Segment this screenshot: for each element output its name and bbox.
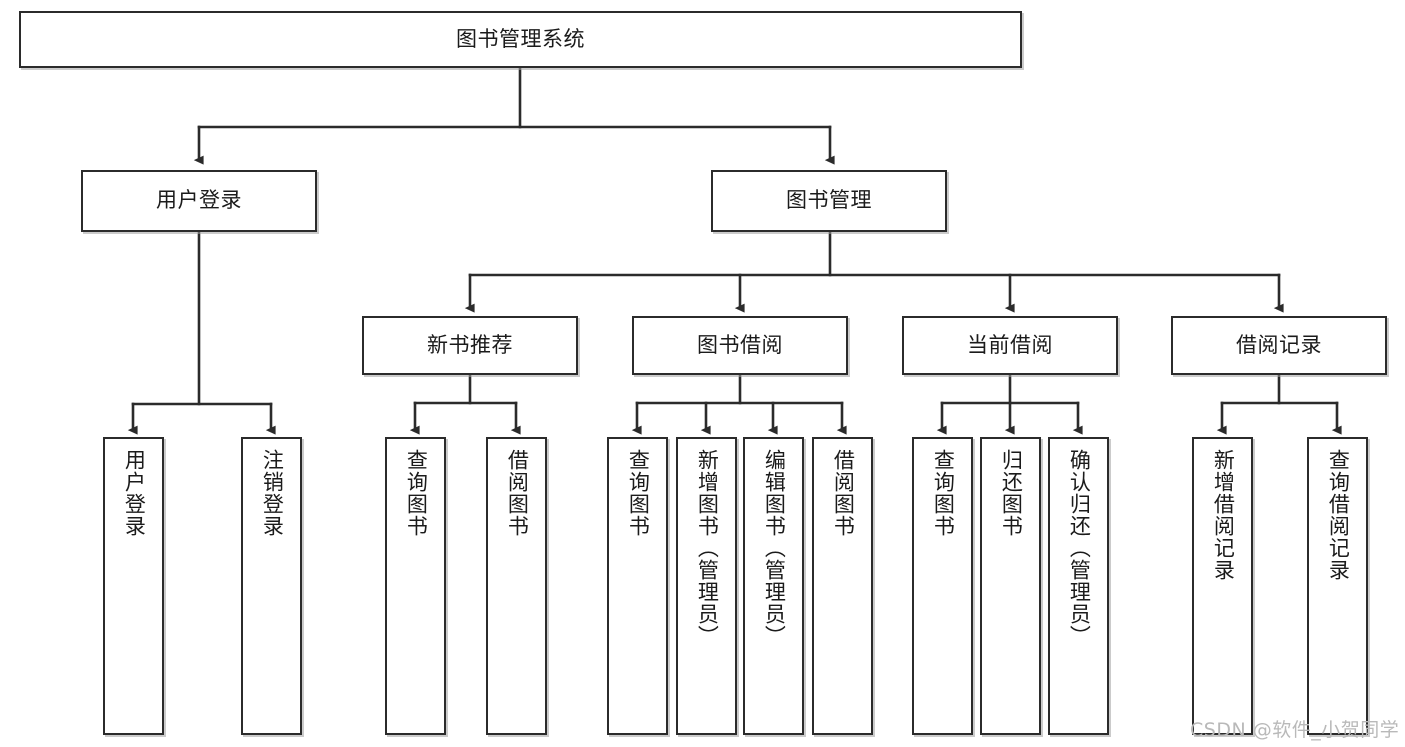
- leaf-record-add-record[interactable]: 新增借阅记录: [1192, 437, 1253, 735]
- node-label: 查询图书: [404, 449, 429, 537]
- leaf-borrow-query-book[interactable]: 查询图书: [607, 437, 668, 735]
- leaf-borrow-add-book-admin[interactable]: 新增图书（管理员）: [676, 437, 737, 735]
- node-label: 查询图书: [931, 449, 956, 537]
- node-book-borrow[interactable]: 图书借阅: [632, 316, 848, 375]
- leaf-current-confirm-return-admin[interactable]: 确认归还（管理员）: [1048, 437, 1109, 735]
- watermark-text: CSDN @软件_小贺同学: [1190, 719, 1400, 741]
- leaf-newbook-borrow-book[interactable]: 借阅图书: [486, 437, 547, 735]
- node-label: 归还图书: [999, 449, 1024, 537]
- leaf-current-return-book[interactable]: 归还图书: [980, 437, 1041, 735]
- node-label: 注销登录: [260, 449, 285, 537]
- leaf-user-login[interactable]: 用户登录: [103, 437, 164, 735]
- node-label: 新书推荐: [427, 332, 513, 357]
- node-current-borrow[interactable]: 当前借阅: [902, 316, 1118, 375]
- node-user-login[interactable]: 用户登录: [81, 170, 317, 232]
- node-label: 查询图书: [626, 449, 651, 537]
- node-label: 借阅记录: [1236, 332, 1322, 357]
- node-borrow-record[interactable]: 借阅记录: [1171, 316, 1387, 375]
- node-label: 新增图书（管理员）: [695, 449, 720, 647]
- node-label: 图书管理: [786, 188, 872, 213]
- leaf-borrow-edit-book-admin[interactable]: 编辑图书（管理员）: [743, 437, 804, 735]
- node-label: 图书借阅: [697, 332, 783, 357]
- node-label: 借阅图书: [831, 449, 856, 537]
- leaf-borrow-borrow-book[interactable]: 借阅图书: [812, 437, 873, 735]
- node-label: 确认归还（管理员）: [1067, 449, 1092, 647]
- leaf-current-query-book[interactable]: 查询图书: [912, 437, 973, 735]
- node-label: 查询借阅记录: [1326, 449, 1351, 581]
- node-label: 用户登录: [156, 188, 242, 213]
- leaf-newbook-query-book[interactable]: 查询图书: [385, 437, 446, 735]
- node-label: 用户登录: [122, 449, 147, 537]
- node-root-system[interactable]: 图书管理系统: [19, 11, 1022, 68]
- node-book-management[interactable]: 图书管理: [711, 170, 947, 232]
- leaf-record-query-record[interactable]: 查询借阅记录: [1307, 437, 1368, 735]
- node-label: 图书管理系统: [456, 26, 585, 51]
- leaf-user-logout[interactable]: 注销登录: [241, 437, 302, 735]
- node-label: 编辑图书（管理员）: [762, 449, 787, 647]
- node-new-book-recommend[interactable]: 新书推荐: [362, 316, 578, 375]
- node-label: 当前借阅: [967, 332, 1053, 357]
- node-label: 新增借阅记录: [1211, 449, 1236, 581]
- node-label: 借阅图书: [505, 449, 530, 537]
